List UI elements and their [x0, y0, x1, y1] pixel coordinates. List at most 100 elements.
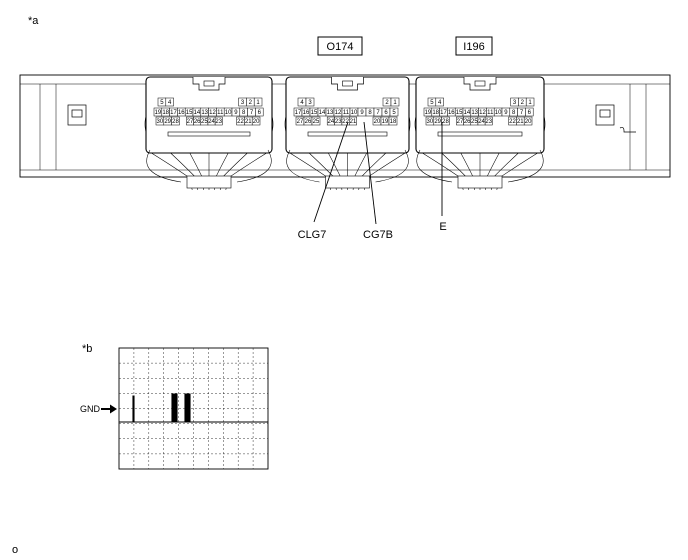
tag-box-o174	[317, 36, 363, 56]
row3-left-pin-label: 27	[297, 119, 304, 125]
row3-left-pin-label: 29	[164, 119, 171, 125]
row2-pin-label: 13	[327, 110, 334, 116]
callout-label-cg7b: CG7B	[363, 229, 393, 241]
row3-right-pin-label: 22	[237, 119, 244, 125]
row2-pin-label: 8	[242, 110, 246, 116]
row2-pin-label: 15	[311, 110, 318, 116]
row2-pin-label: 11	[217, 110, 224, 116]
row2-pin-label: 15	[456, 110, 463, 116]
row3-right-cell	[388, 116, 398, 126]
ecu-left-bracket	[39, 84, 57, 170]
row3-right-pin-label: 18	[390, 119, 397, 125]
top-left-cell	[435, 97, 444, 107]
mount-tab-right	[595, 104, 636, 133]
row3-right-pin-label: 19	[382, 119, 389, 125]
row3-right-cell	[251, 116, 261, 126]
row2-pin-label: 13	[201, 110, 208, 116]
harness-outer-wire	[286, 149, 320, 183]
row2-pin-label: 10	[351, 110, 358, 116]
row2-pin-label: 7	[250, 110, 254, 116]
row3-left-pin-label: 25	[313, 119, 320, 125]
top-left-pin-label: 5	[430, 100, 434, 106]
oscilloscope-screen	[118, 347, 269, 470]
harness-tape	[325, 175, 370, 189]
callout-line-cg7b	[363, 121, 377, 225]
row3-right-pin-label: 21	[517, 119, 524, 125]
connector-lock-slot	[474, 80, 486, 87]
row2-pin-label: 6	[384, 110, 388, 116]
top-right-cell	[253, 97, 263, 107]
row2-pin-label: 17	[170, 110, 177, 116]
harness-tape	[457, 175, 503, 189]
row2-pin-label: 8	[368, 110, 372, 116]
connector-slot-bar	[167, 131, 251, 137]
row3-mid-cell	[349, 116, 357, 126]
row2-pin-label: 11	[487, 110, 494, 116]
row2-pin-label: 14	[319, 110, 326, 116]
row3-mid-pin-label: 23	[335, 119, 342, 125]
top-left-pin-label: 5	[160, 100, 164, 106]
row3-left-pin-label: 28	[442, 119, 449, 125]
row2-pin-label: 7	[376, 110, 380, 116]
row3-mid-pin-label: 27	[187, 119, 194, 125]
top-right-pin-label: 1	[256, 100, 260, 106]
row3-right-pin-label: 20	[374, 119, 381, 125]
row3-left-cell	[311, 116, 321, 126]
signal-trace	[119, 393, 268, 423]
row3-mid-pin-label: 23	[485, 119, 492, 125]
harness-outer-wire	[416, 149, 453, 183]
row3-right-cell	[523, 116, 533, 126]
row2-pin-label: 18	[162, 110, 169, 116]
row2-pin-label: 15	[186, 110, 193, 116]
row3-mid-pin-label: 26	[194, 119, 201, 125]
top-right-pin-label: 1	[528, 100, 532, 106]
callout-label-clg7: CLG7	[298, 229, 327, 241]
connector-slot-bar	[437, 131, 523, 137]
row2-pin-label: 7	[520, 110, 524, 116]
top-right-pin-label: 2	[385, 100, 389, 106]
row3-left-pin-label: 26	[305, 119, 312, 125]
row3-right-pin-label: 20	[525, 119, 532, 125]
row2-pin-label: 14	[464, 110, 471, 116]
gnd-label: GND	[80, 404, 101, 414]
figure-b-marker: *b	[82, 343, 92, 355]
top-right-pin-label: 2	[521, 100, 525, 106]
connector-lock-slot	[342, 80, 353, 87]
row3-left-pin-label: 28	[172, 119, 179, 125]
row2-pin-label: 9	[504, 110, 508, 116]
top-right-pin-label: 3	[513, 100, 517, 106]
row2-pin-label: 9	[360, 110, 364, 116]
row3-mid-pin-label: 24	[328, 119, 335, 125]
row3-right-pin-label: 22	[509, 119, 516, 125]
row2-pin-label: 16	[178, 110, 185, 116]
gnd-arrow-icon	[101, 404, 117, 414]
row2-pin-label: 19	[155, 110, 162, 116]
row3-mid-pin-label: 24	[208, 119, 215, 125]
row3-left-pin-label: 29	[434, 119, 441, 125]
row2-pin-label: 14	[194, 110, 201, 116]
tag-label-i196: I196	[463, 41, 484, 53]
tag-box-i196	[455, 36, 493, 56]
row2-pin-label: 11	[343, 110, 350, 116]
row2-pin-label: 12	[479, 110, 486, 116]
harness-outer-wire	[507, 149, 544, 183]
row3-mid-pin-label: 25	[201, 119, 208, 125]
row3-mid-pin-label: 27	[457, 119, 464, 125]
row2-pin-label: 5	[392, 110, 396, 116]
row2-pin-label: 17	[295, 110, 302, 116]
harness-outer-wire	[375, 149, 409, 183]
row3-left-pin-label: 30	[157, 119, 164, 125]
harness-outer-wire	[146, 149, 182, 183]
scope-grid	[119, 348, 268, 469]
row3-left-pin-label: 30	[427, 119, 434, 125]
harness-outer-wire	[236, 149, 272, 183]
row2-cell	[525, 107, 534, 117]
footer-text: o	[12, 544, 18, 556]
top-left-pin-label: 4	[438, 100, 442, 106]
row2-pin-label: 6	[258, 110, 262, 116]
row2-pin-label: 10	[225, 110, 232, 116]
row2-pin-label: 9	[234, 110, 238, 116]
